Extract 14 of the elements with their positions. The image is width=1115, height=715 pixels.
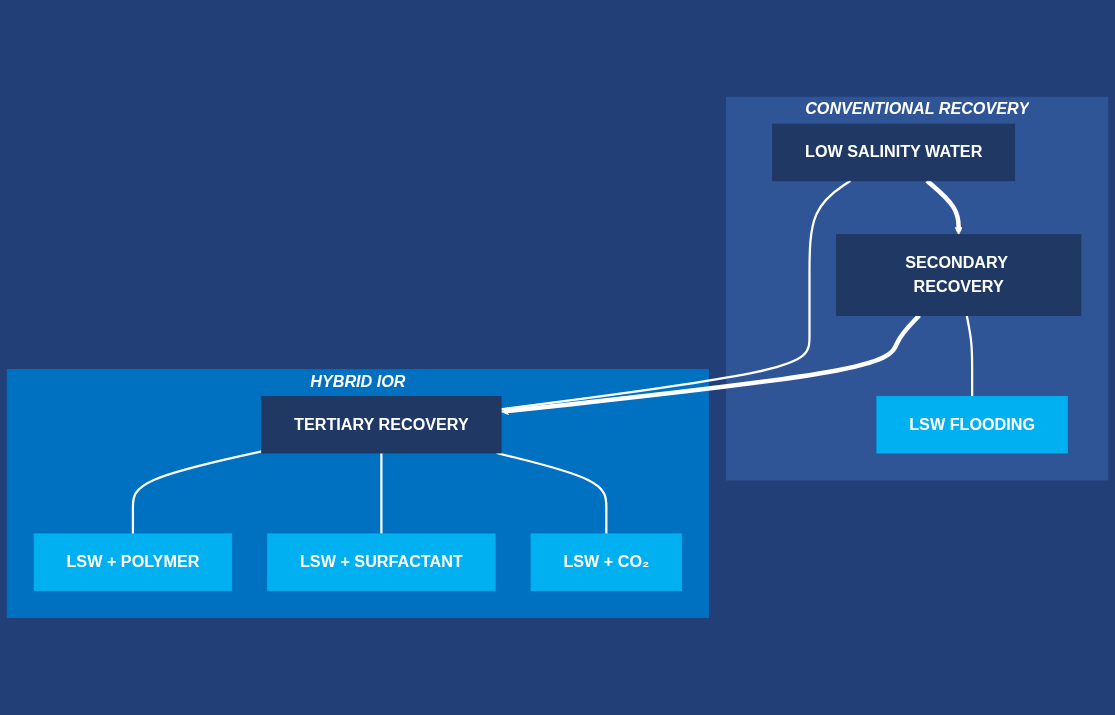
connector [131,450,262,535]
node-box: LSW FLOODING [876,396,1068,454]
connector [500,180,852,411]
connector [496,452,608,535]
arrow [925,179,963,236]
node-box: LSW + SURFACTANT [267,533,496,592]
connector [965,315,974,397]
connector [380,453,383,535]
node-box: SECONDARY RECOVERY [836,234,1082,317]
node-box: TERTIARY RECOVERY [261,396,502,454]
node-box: LSW + CO₂ [530,533,683,592]
node-box: LOW SALINITY WATER [772,123,1016,182]
node-box: LSW + POLYMER [33,533,233,592]
arrow [500,314,921,416]
